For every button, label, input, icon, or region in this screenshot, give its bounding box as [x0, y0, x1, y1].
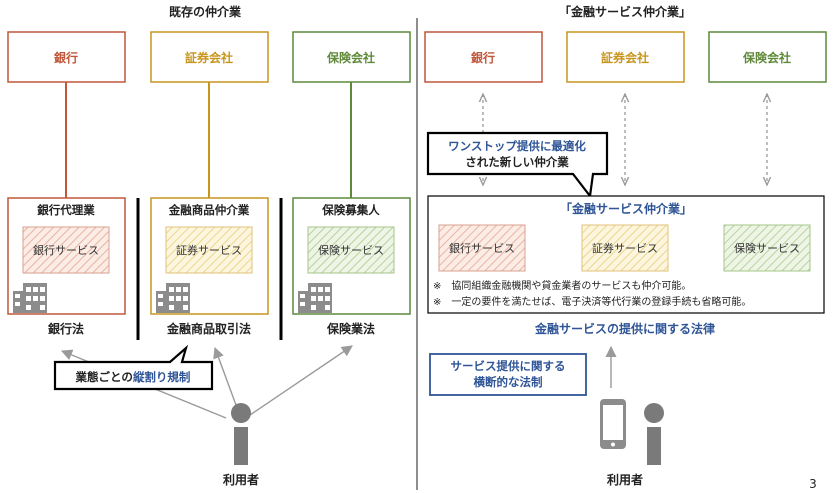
right-user-label: 利用者 — [607, 472, 643, 487]
left-securities-agency-label: 金融商品仲介業 — [168, 203, 250, 217]
left-bank-service-box — [22, 226, 110, 274]
left-securities-law: 金融商品取引法 — [166, 321, 251, 336]
intermediary-box: 「金融サービス仲介業」 銀行サービス 証券サービス 保険サービス ※ 協同組織金… — [427, 195, 825, 314]
page-number: 3 — [809, 477, 817, 491]
right-bank-service-box — [438, 224, 526, 272]
left-callout-highlight: 縦割り規制 — [133, 370, 191, 384]
right-top-callout-line1: ワンストップ提供に最適化 — [448, 139, 586, 153]
left-title: 既存の仲介業 — [169, 4, 242, 19]
left-insurance-service-label: 保険サービス — [318, 243, 384, 257]
left-securities-label: 証券会社 — [185, 50, 233, 65]
left-insurance-box: 保険会社 — [292, 31, 411, 83]
right-bottom-callout-line1: サービス提供に関する — [451, 359, 566, 373]
right-securities-label: 証券会社 — [601, 50, 649, 65]
building-icon — [156, 283, 190, 313]
right-insurance-label: 保険会社 — [742, 50, 791, 65]
left-securities-service-label: 証券サービス — [176, 243, 242, 257]
left-callout: 業態ごとの縦割り規制 — [53, 344, 214, 391]
user-to-securities-arrow — [213, 346, 237, 406]
left-securities-box: 証券会社 — [150, 31, 269, 83]
left-bank-agency-label: 銀行代理業 — [37, 203, 95, 217]
right-bank-service-label: 銀行サービス — [449, 241, 515, 255]
note-1: ※ 協同組織金融機関や貸金業者のサービスも仲介可能。 — [433, 279, 691, 292]
left-bank-law: 銀行法 — [47, 321, 84, 336]
right-top-callout: ワンストップ提供に最適化 された新しい仲介業 — [426, 131, 609, 199]
right-securities-box: 証券会社 — [566, 31, 685, 83]
left-securities-service-box — [165, 226, 253, 274]
building-icon — [13, 283, 47, 313]
right-top-callout-line2: された新しい仲介業 — [465, 155, 569, 169]
left-bank-box: 銀行 — [7, 31, 126, 83]
right-bottom-callout: サービス提供に関する 横断的な法制 — [429, 353, 587, 396]
right-bottom-callout-line2: 横断的な法制 — [474, 375, 543, 389]
right-securities-service-box — [581, 224, 669, 272]
right-insurance-service-label: 保険サービス — [734, 241, 800, 255]
intermediary-box-title: 「金融サービス仲介業」 — [560, 201, 692, 216]
left-user-label: 利用者 — [223, 472, 259, 487]
user-to-insurance-arrow — [249, 345, 353, 416]
right-insurance-box: 保険会社 — [708, 31, 827, 83]
note-2: ※ 一定の要件を満たせば、電子決済等代行業の登録手続も省略可能。 — [433, 295, 751, 308]
left-bank-label: 銀行 — [53, 50, 78, 65]
right-insurance-service-box — [723, 224, 811, 272]
right-securities-service-label: 証券サービス — [592, 241, 658, 255]
left-insurance-law: 保険業法 — [326, 321, 375, 336]
person-icon — [644, 403, 664, 465]
left-bank-service-label: 銀行サービス — [33, 243, 99, 257]
right-title: 「金融サービス仲介業」 — [559, 4, 691, 19]
right-bank-box: 銀行 — [424, 31, 543, 83]
person-icon — [231, 403, 251, 465]
left-callout-prefix: 業態ごとの — [75, 370, 133, 384]
building-icon — [298, 283, 332, 313]
smartphone-icon — [600, 399, 626, 449]
left-insurance-agency-label: 保険募集人 — [321, 203, 380, 217]
svg-text:業態ごとの縦割り規制: 業態ごとの縦割り規制 — [75, 370, 191, 384]
left-insurance-label: 保険会社 — [326, 50, 375, 65]
left-insurance-service-box — [307, 226, 395, 274]
right-bank-label: 銀行 — [470, 50, 495, 65]
left-bank-agency-box: 銀行代理業 銀行サービス — [7, 197, 126, 315]
right-law: 金融サービスの提供に関する法律 — [534, 321, 715, 336]
